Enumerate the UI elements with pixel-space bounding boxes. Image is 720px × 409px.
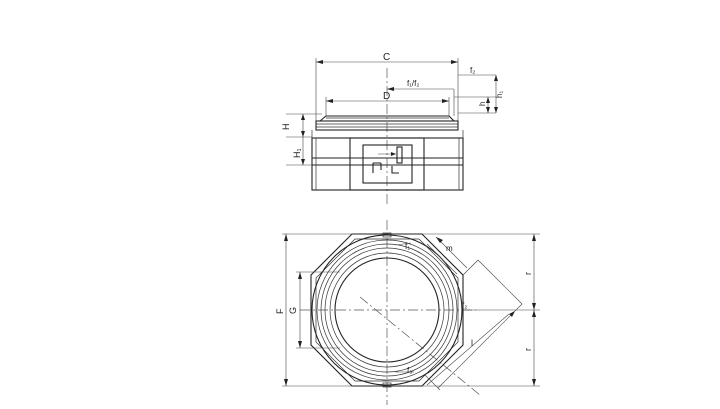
dim-l-label: l xyxy=(471,338,473,348)
dim-C-label: C xyxy=(383,52,390,63)
dim-H-label: H xyxy=(281,124,291,131)
plan-view: F G r r l f₂ m f₁ f₃ xyxy=(275,220,540,405)
hex-body xyxy=(311,137,464,191)
dim-f3-label: f₃ xyxy=(407,366,412,375)
dim-f2-side-label: f₂ xyxy=(462,301,467,310)
outer-circle xyxy=(311,234,463,386)
top-collar xyxy=(315,120,459,131)
inner-section xyxy=(362,144,413,184)
dim-r-upper-label: r xyxy=(523,272,533,275)
cutaway-window xyxy=(349,137,425,191)
dim-r-lower-label: r xyxy=(523,348,533,351)
dim-h-label: h xyxy=(478,102,487,106)
inner-bore xyxy=(334,257,440,363)
dim-f2-top-label: f₂ xyxy=(470,66,475,75)
dim-H1-label: H₁ xyxy=(292,148,302,158)
dim-G-label: G xyxy=(288,307,298,314)
dim-D-label: D xyxy=(383,91,390,102)
side-view: C f₂ f₁/f₂ D h h₁ H xyxy=(281,52,504,205)
dim-h1-label: h₁ xyxy=(495,91,504,98)
dim-m-label: m xyxy=(446,244,453,253)
dim-f1-circle-label: f₁ xyxy=(405,242,410,251)
dim-f1f2-label: f₁/f₂ xyxy=(407,79,419,88)
dim-F-label: F xyxy=(275,308,285,314)
